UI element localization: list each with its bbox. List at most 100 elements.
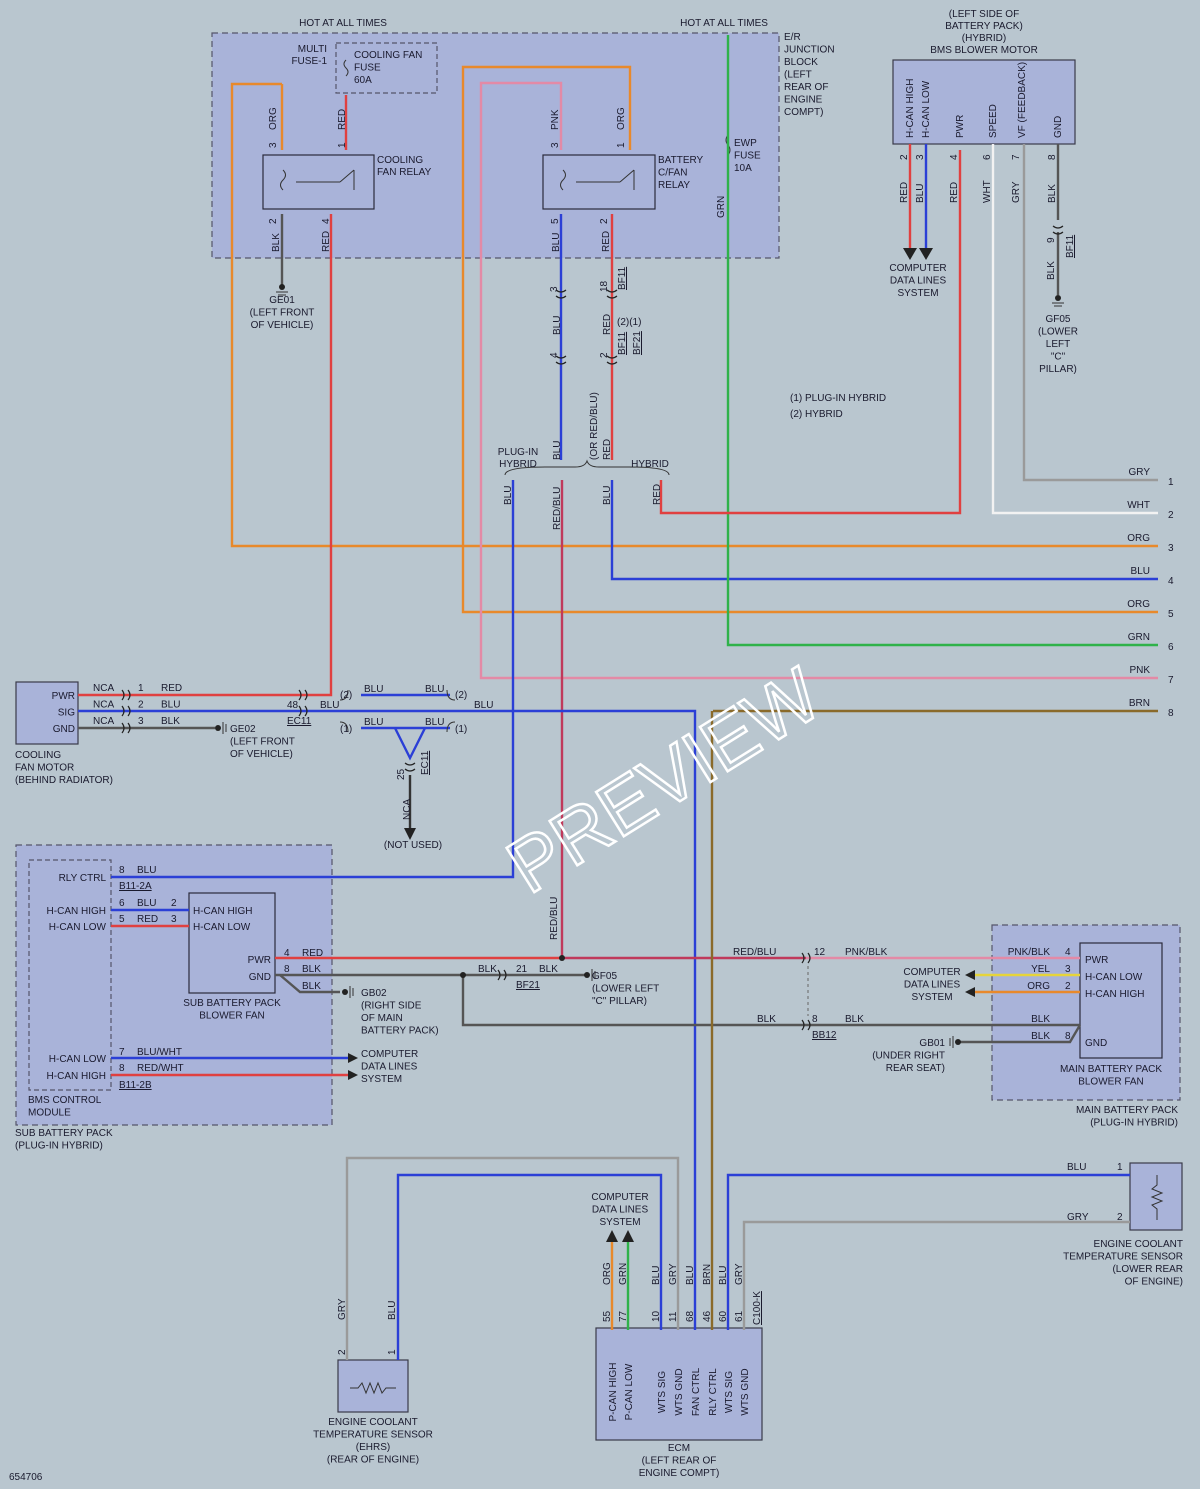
wire-color-label: WHT: [982, 180, 993, 203]
wire-wht-2: [991, 144, 1158, 515]
gf05-top-label: "C": [1051, 352, 1066, 363]
pin-number: 10: [651, 1310, 662, 1322]
bms-blower-motor-label: (HYBRID): [962, 33, 1006, 44]
main-battery-pack-label: (PLUG-IN HYBRID): [1090, 1118, 1178, 1129]
circle-1: (1): [455, 724, 467, 735]
pin-number: 3: [915, 154, 926, 160]
wire-color-label: BLU: [364, 717, 383, 728]
sub-battery-pack-box: [15, 844, 333, 1126]
nca-label: NCA: [93, 700, 114, 711]
wire-color-label: BLU: [685, 1266, 696, 1285]
pin-number: 6: [119, 898, 125, 909]
pin-number: 1: [337, 142, 348, 148]
hot-at-all-times-right: HOT AT ALL TIMES: [680, 18, 768, 29]
wire-color-label: GRY: [734, 1263, 745, 1285]
legend-hybrid: (2) HYBRID: [790, 409, 843, 420]
ecm-pin: FAN CTRL: [691, 1367, 702, 1416]
multi-fuse-label: MULTI: [298, 44, 327, 55]
gf05-mid-label: (LOWER LEFT: [592, 984, 659, 995]
ground-ge01: [276, 284, 288, 296]
wire-color-label: BLU: [651, 1266, 662, 1285]
battery-relay-label: BATTERY: [658, 155, 704, 166]
sub-blower-pin: H-CAN HIGH: [193, 906, 252, 917]
fan-motor-pin: SIG: [58, 708, 75, 719]
bus-wire-number: 4: [1168, 576, 1174, 587]
junction-block-label: REAR OF: [784, 82, 828, 93]
ground-ge02: [215, 722, 227, 734]
bus-wire-color: WHT: [1127, 500, 1150, 511]
cooling-fan-motor-box: [15, 681, 79, 745]
pin-number: 3: [268, 142, 279, 148]
main-blower-label: MAIN BATTERY PACK: [1060, 1064, 1162, 1075]
cooling-fan-relay-label: FAN RELAY: [377, 167, 432, 178]
wire-color-label: RED: [949, 182, 960, 203]
pin-number: 61: [734, 1310, 745, 1322]
main-blower-pin: H-CAN HIGH: [1085, 989, 1144, 1000]
bus-wire-number: 2: [1168, 510, 1174, 521]
connector-c100k: C100-K: [752, 1291, 763, 1325]
bms-blower-motor-label: BATTERY PACK): [945, 21, 1023, 32]
wire-color-label: BLU: [387, 1301, 398, 1320]
sub-blower-fan-box: [188, 892, 276, 994]
wire-color-label: ORG: [268, 107, 279, 130]
bms-control-pin: RLY CTRL: [59, 873, 107, 884]
cooling-fan-relay-label: COOLING: [377, 155, 423, 166]
pin-number: 4: [549, 352, 560, 358]
pin-number: 4: [949, 154, 960, 160]
ge01-label: GE01: [269, 295, 295, 306]
main-blower-pin: PWR: [1085, 955, 1108, 966]
wire-color-label: BLK: [302, 981, 321, 992]
fan-motor-pin: PWR: [52, 691, 75, 702]
wire-color-label: GRY: [1067, 1212, 1089, 1223]
ecm-pin: P-CAN LOW: [624, 1363, 635, 1420]
wire-color-label: RED: [899, 182, 910, 203]
wire-color-label: BLU: [552, 316, 563, 335]
wire-color-label: BLU: [552, 441, 563, 460]
cooling-fan-motor-label: (BEHIND RADIATOR): [15, 775, 113, 786]
wire-color-label: PNK/BLK: [845, 947, 888, 958]
pin-number: 2: [337, 1349, 348, 1355]
ects-left-box: [337, 1359, 409, 1413]
sub-blower-label: BLOWER FAN: [199, 1011, 265, 1022]
pin-number: 48: [287, 700, 299, 711]
thermistor-icon: [1150, 1175, 1164, 1220]
bus-wire-number: 5: [1168, 609, 1174, 620]
nca-label: NCA: [93, 716, 114, 727]
bms-control-pin: H-CAN LOW: [49, 922, 107, 933]
bms-motor-pin: H-CAN HIGH: [905, 79, 916, 138]
ecm-pin: WTS SIG: [657, 1371, 668, 1413]
wire-color-label: BLU: [161, 700, 180, 711]
wire-color-label: ORG: [616, 107, 627, 130]
computer-data-lines-right: COMPUTER: [903, 967, 960, 978]
sub-blower-label: SUB BATTERY PACK: [183, 998, 281, 1009]
ge02-label: GE02: [230, 724, 256, 735]
main-blower-fan-box: [1079, 942, 1163, 1059]
ects-right-label: ENGINE COOLANT: [1094, 1239, 1183, 1250]
wire-color-label: YEL: [1031, 964, 1050, 975]
gb02-label: OF MAIN: [361, 1013, 403, 1024]
gb02-label: (RIGHT SIDE: [361, 1001, 422, 1012]
pin-number: 8: [284, 964, 290, 975]
ects-left-label: ENGINE COOLANT: [328, 1417, 417, 1428]
pin-number: 12: [814, 947, 826, 958]
connector-ec11: EC11: [420, 750, 431, 775]
pin-number: 68: [685, 1310, 696, 1322]
multi-fuse-box: [335, 42, 438, 94]
main-blower-pin: GND: [1085, 1038, 1107, 1049]
wire-gry-1: [1022, 144, 1158, 482]
ecm-label: ENGINE COMPT): [639, 1468, 720, 1479]
ground-gb01: [949, 1036, 961, 1048]
computer-data-lines-left: COMPUTER: [361, 1049, 418, 1060]
bus-wire-color: PNK: [1129, 665, 1150, 676]
connector-bf11: BF11: [1065, 234, 1076, 258]
wire-color-label: RED/WHT: [137, 1063, 184, 1074]
wire-color-label: BLK: [161, 716, 180, 727]
ects-right-label: TEMPERATURE SENSOR: [1063, 1252, 1183, 1263]
pin-number: 21: [516, 964, 528, 975]
bms-control-pin: H-CAN HIGH: [47, 1071, 106, 1082]
pin-number: 2: [899, 154, 910, 160]
connector-ec11: EC11: [287, 716, 312, 727]
computer-data-lines-ecm: COMPUTER: [591, 1192, 648, 1203]
pin-number: 7: [1011, 154, 1022, 160]
